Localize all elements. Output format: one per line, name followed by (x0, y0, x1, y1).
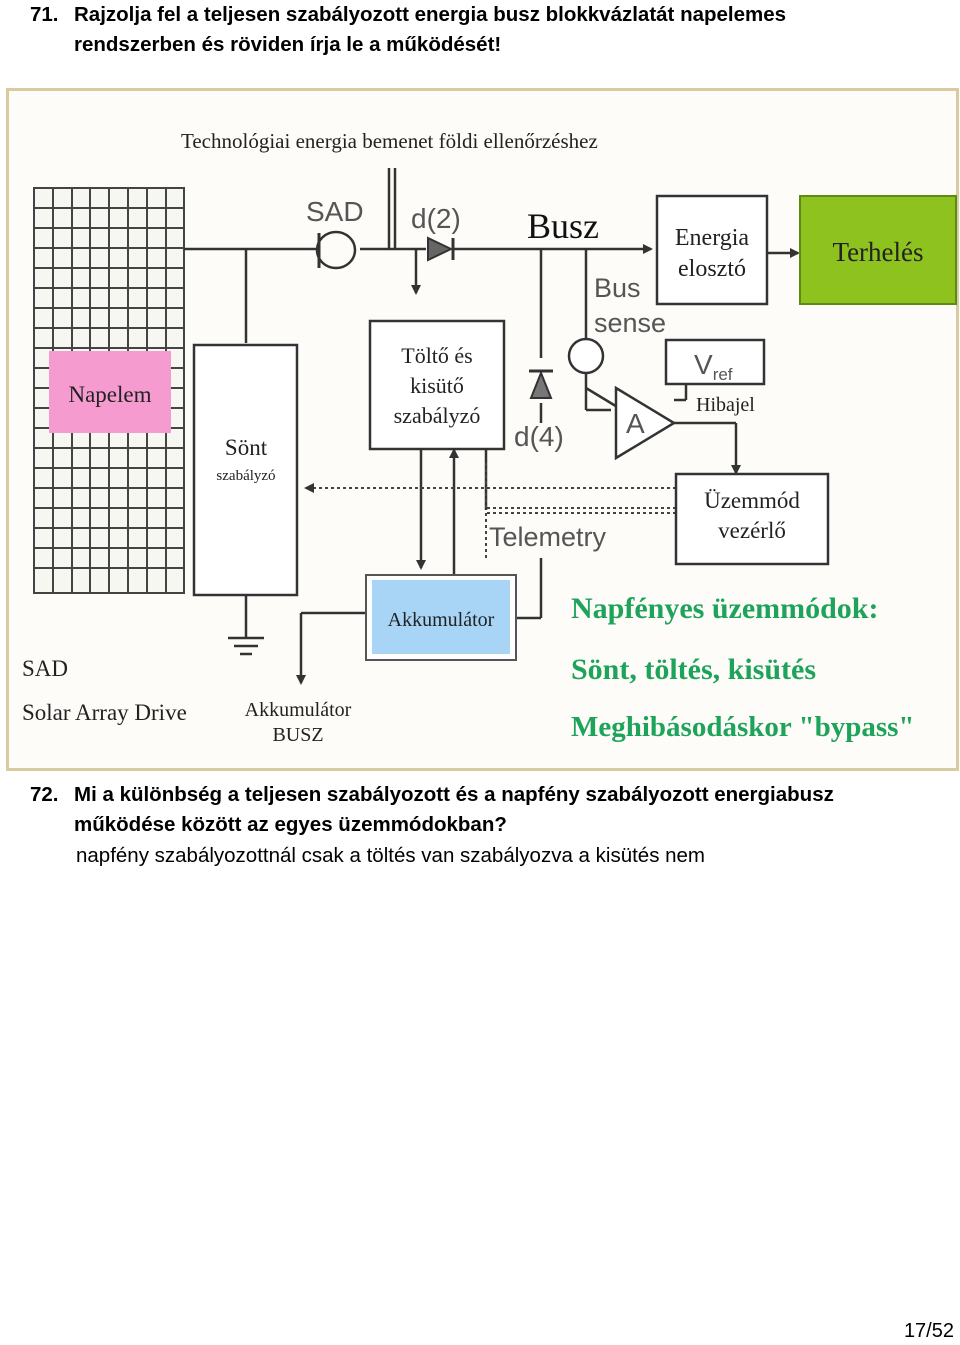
energia-eloszto-box (655, 194, 769, 306)
akku-busz-line2: BUSZ (272, 724, 323, 746)
question-text-line2: rendszerben és röviden írja le a működés… (74, 33, 502, 56)
amplifier-symbol (614, 385, 677, 461)
question-number: 71. (30, 3, 59, 26)
sont-box (192, 343, 299, 597)
bus-sense-line1: Bus (594, 273, 641, 303)
answer-text: napfény szabályozottnál csak a töltés va… (76, 844, 706, 867)
question-71: 71. Rajzolja fel a teljesen szabályozott … (30, 0, 950, 60)
page-number: 17/52 (903, 1320, 954, 1342)
tech-input-label: Technológiai energia bemenet földi ellen… (181, 129, 598, 153)
terheles-label: Terhelés (832, 237, 923, 267)
d4-diode (529, 370, 553, 399)
hibajel-label: Hibajel (696, 394, 755, 416)
bus-sense-symbol (567, 337, 605, 375)
d4-label: d(4) (514, 421, 564, 452)
d2-diode (427, 236, 454, 262)
napelem-box (49, 351, 171, 433)
uzemmod-line1: Üzemmód (704, 488, 800, 513)
energy-bus-block-diagram: Technológiai energia bemenet földi ellen… (6, 88, 959, 771)
napelem-label: Napelem (68, 382, 151, 407)
akkumulator-label: Akkumulátor (388, 609, 495, 631)
tolto-line3: szabályzó (394, 403, 481, 428)
amplifier-label: A (626, 408, 645, 439)
question-text-line1: Rajzolja fel a teljesen szabályozott ene… (74, 3, 787, 26)
bus-sense-line2: sense (594, 308, 666, 338)
busz-label: Busz (527, 206, 599, 246)
question-text-line2: működése között az egyes üzemmódokban? (74, 813, 507, 836)
tolto-line2: kisütő (410, 373, 464, 398)
telemetry-label: Telemetry (489, 522, 607, 552)
d2-label: d(2) (411, 203, 461, 234)
uzemmod-line2: vezérlő (718, 518, 786, 543)
tolto-box (368, 319, 506, 451)
terheles-box (799, 195, 957, 305)
akkumulator-box (372, 580, 510, 654)
sad-symbol (315, 230, 357, 270)
sad-label: SAD (306, 196, 364, 227)
question-text-line1: Mi a különbség a teljesen szabályozott é… (74, 783, 834, 806)
tolto-line1: Töltő és (401, 343, 473, 368)
vref-label: Vref (694, 349, 733, 384)
question-number: 72. (30, 783, 59, 806)
energia-eloszto-line2: elosztó (678, 256, 746, 282)
uzemmod-box (674, 472, 830, 566)
solar-array-drive-label: Solar Array Drive (22, 700, 187, 725)
sont-label: Sönt (225, 435, 268, 460)
bypass-line: Meghibásodáskor "bypass" (571, 711, 915, 743)
sont-sub-label: szabályzó (216, 468, 275, 484)
akku-busz-line1: Akkumulátor (245, 699, 352, 721)
vref-box (664, 338, 766, 386)
bus-lines (184, 168, 800, 685)
control-lines (304, 463, 676, 558)
sad-bottom-label: SAD (22, 656, 68, 681)
modes-title: Napfényes üzemmódok: (571, 592, 879, 625)
energia-eloszto-line1: Energia (675, 225, 750, 251)
modes-line: Sönt, töltés, kisütés (571, 653, 816, 686)
question-72: 72. Mi a különbség a teljesen szabályozot… (30, 780, 950, 840)
